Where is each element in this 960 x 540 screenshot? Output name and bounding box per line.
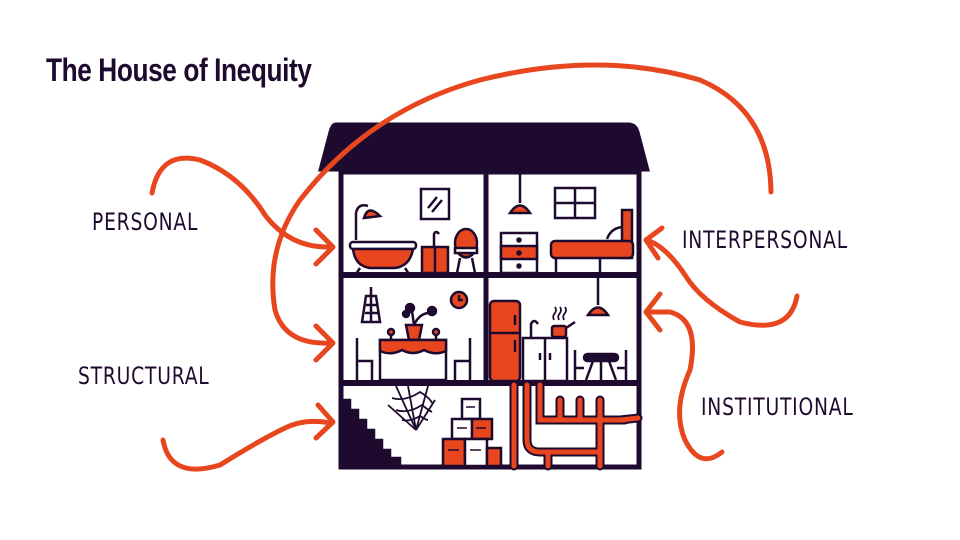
basement-pipes bbox=[509, 380, 643, 471]
personal-arrow bbox=[149, 155, 333, 250]
label-institutional: INSTITUTIONAL bbox=[701, 393, 854, 421]
boxes bbox=[441, 397, 503, 468]
basement-storage bbox=[341, 385, 503, 468]
page-title: The House of Inequity bbox=[46, 52, 312, 88]
interpersonal-arrow bbox=[643, 237, 800, 328]
basement-arrow bbox=[160, 418, 333, 472]
cobweb bbox=[387, 385, 436, 431]
label-structural: STRUCTURAL bbox=[78, 362, 210, 390]
stairs bbox=[341, 398, 402, 468]
structural-arrow bbox=[270, 62, 774, 346]
bedroom bbox=[499, 174, 635, 275]
dining-room bbox=[355, 287, 472, 382]
label-personal: PERSONAL bbox=[92, 208, 199, 236]
label-interpersonal: INTERPERSONAL bbox=[682, 226, 848, 254]
institutional-arrow bbox=[643, 309, 725, 462]
bathroom bbox=[348, 187, 479, 275]
roof bbox=[318, 122, 650, 172]
kitchen bbox=[488, 277, 628, 383]
